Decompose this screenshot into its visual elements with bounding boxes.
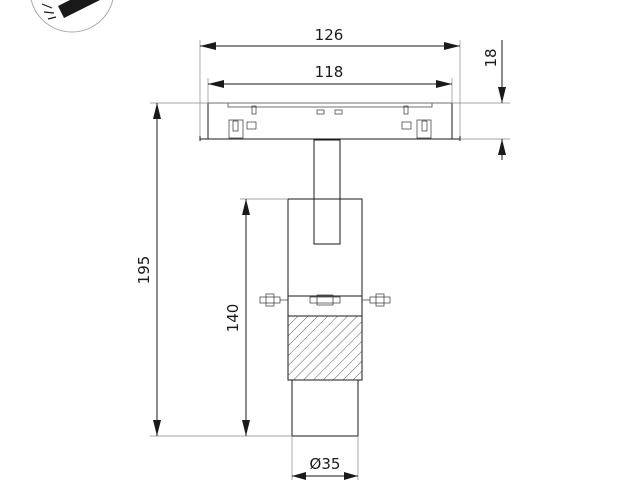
lamp-body <box>287 198 363 437</box>
dimension-diameter: Ø35 <box>292 455 358 480</box>
rotation-badge-icon <box>30 0 114 33</box>
stem <box>313 139 341 245</box>
dimension-mount-height: 18 <box>482 40 506 160</box>
dimension-body-height: 140 <box>224 199 250 436</box>
dimension-overall-width: 126 <box>200 26 460 50</box>
dimension-diameter-label: Ø35 <box>310 455 341 473</box>
dimension-mount-width: 118 <box>208 63 452 88</box>
dimension-mount-height-label: 18 <box>482 48 500 67</box>
track-mount <box>199 102 461 141</box>
dimension-total-height: 195 <box>135 103 161 436</box>
dimension-overall-width-label: 126 <box>315 26 344 44</box>
dimension-mount-width-label: 118 <box>315 63 344 81</box>
extension-lines <box>150 40 510 480</box>
dimension-body-height-label: 140 <box>224 304 242 333</box>
pivot-joint <box>259 293 391 307</box>
dimension-total-height-label: 195 <box>135 256 153 285</box>
